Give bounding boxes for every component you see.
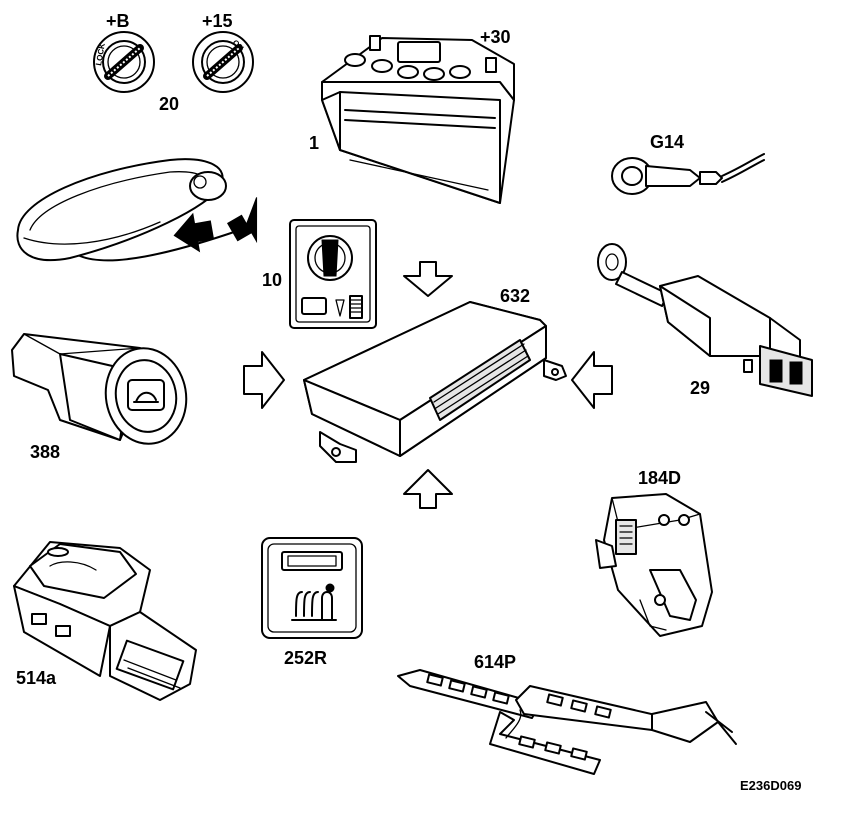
ignition-lock-icon: LOCK ON (93, 31, 254, 93)
label-252r: 252R (284, 648, 327, 668)
label-b: +B (106, 11, 130, 31)
label-20: 20 (159, 94, 179, 114)
control-module-icon (303, 301, 567, 463)
label-632: 632 (500, 286, 530, 306)
label-184d: 184D (638, 468, 681, 488)
battery-icon (321, 35, 515, 204)
label-g14: G14 (650, 132, 684, 152)
lock-text: LOCK (94, 42, 107, 66)
trunk-lock-switch-icon (11, 333, 188, 445)
heater-element-icon (397, 669, 737, 775)
label-15: +15 (202, 11, 233, 31)
label-29: 29 (690, 378, 710, 398)
figure-code: E236D069 (740, 778, 801, 793)
key-fob-icon (16, 158, 241, 262)
label-30: +30 (480, 27, 511, 47)
window-switch-icon (13, 541, 197, 701)
light-switch-icon (289, 219, 377, 329)
ground-connector-icon (611, 153, 765, 195)
brake-pedal-switch-icon (597, 243, 813, 397)
label-1: 1 (309, 133, 319, 153)
label-614p: 614P (474, 652, 516, 672)
door-lock-actuator-icon (595, 493, 713, 637)
label-388: 388 (30, 442, 60, 462)
label-514a: 514a (16, 668, 57, 688)
arrow-icon (243, 261, 613, 509)
seat-heater-switch-icon (261, 537, 363, 639)
label-10: 10 (262, 270, 282, 290)
arrow-icon (173, 197, 258, 253)
